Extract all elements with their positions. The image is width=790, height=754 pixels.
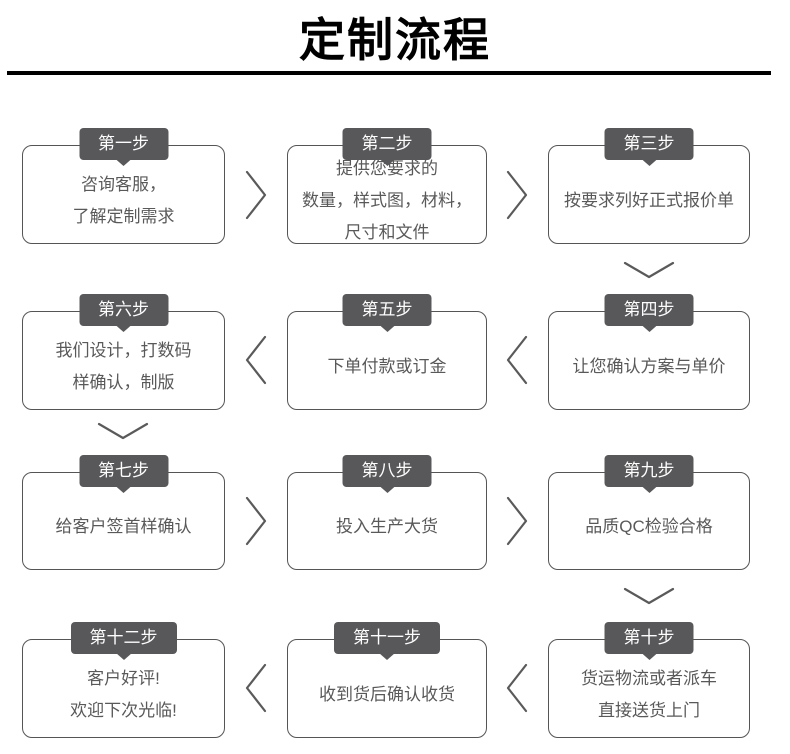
step-box: 下单付款或订金 xyxy=(287,311,487,410)
step-badge: 第四步 xyxy=(604,294,694,326)
step-card-4: 第四步 让您确认方案与单价 xyxy=(548,294,750,410)
chevron-left-icon xyxy=(244,334,268,386)
step-card-8: 第八步 投入生产大货 xyxy=(287,455,487,570)
step-text: 品质QC检验合格 xyxy=(585,517,713,536)
chevron-left-icon xyxy=(244,662,268,714)
chevron-right-icon xyxy=(505,495,529,547)
step-text: 提供您要求的 数量，样式图，材料， 尺寸和文件 xyxy=(302,158,472,242)
step-badge: 第十步 xyxy=(604,622,694,654)
step-text: 给客户签首样确认 xyxy=(55,517,192,536)
chevron-right-icon xyxy=(244,169,268,221)
step-badge: 第十一步 xyxy=(334,622,440,654)
step-badge: 第一步 xyxy=(79,128,168,160)
step-badge: 第七步 xyxy=(79,455,168,487)
title-divider xyxy=(7,71,771,75)
chevron-down-icon xyxy=(622,586,676,606)
step-text: 让您确认方案与单价 xyxy=(572,356,726,376)
step-badge: 第八步 xyxy=(342,455,432,487)
step-card-9: 第九步 品质QC检验合格 xyxy=(548,455,750,570)
step-text: 按要求列好正式报价单 xyxy=(564,190,734,210)
chevron-down-icon xyxy=(96,421,150,441)
step-badge: 第九步 xyxy=(604,455,694,487)
step-card-12: 第十二步 客户好评! 欢迎下次光临! xyxy=(22,622,225,738)
page-title: 定制流程 xyxy=(299,14,491,66)
step-text: 货运物流或者派车 直接送货上门 xyxy=(581,668,717,720)
step-badge: 第五步 xyxy=(342,294,432,326)
step-text: 咨询客服， 了解定制需求 xyxy=(72,174,175,226)
step-box: 品质QC检验合格 xyxy=(548,472,750,570)
step-card-11: 第十一步 收到货后确认收货 xyxy=(287,622,487,738)
step-text: 我们设计，打数码 样确认，制版 xyxy=(55,340,192,392)
step-card-1: 第一步 咨询客服， 了解定制需求 xyxy=(22,128,225,244)
chevron-left-icon xyxy=(505,662,529,714)
step-card-7: 第七步 给客户签首样确认 xyxy=(22,455,225,570)
step-text: 收到货后确认收货 xyxy=(319,684,455,704)
step-text: 投入生产大货 xyxy=(336,517,438,536)
chevron-left-icon xyxy=(505,334,529,386)
step-text: 下单付款或订金 xyxy=(327,356,447,376)
chevron-right-icon xyxy=(244,495,268,547)
step-badge: 第三步 xyxy=(604,128,694,160)
step-card-3: 第三步 按要求列好正式报价单 xyxy=(548,128,750,244)
step-text: 客户好评! 欢迎下次光临! xyxy=(70,668,177,720)
step-card-6: 第六步 我们设计，打数码 样确认，制版 xyxy=(22,294,225,410)
chevron-down-icon xyxy=(622,260,676,280)
chevron-right-icon xyxy=(505,169,529,221)
step-card-10: 第十步 货运物流或者派车 直接送货上门 xyxy=(548,622,750,738)
step-badge: 第六步 xyxy=(79,294,168,326)
step-badge: 第十二步 xyxy=(70,622,177,654)
step-card-2: 第二步 提供您要求的 数量，样式图，材料， 尺寸和文件 xyxy=(287,128,487,244)
step-card-5: 第五步 下单付款或订金 xyxy=(287,294,487,410)
step-badge: 第二步 xyxy=(342,128,432,160)
